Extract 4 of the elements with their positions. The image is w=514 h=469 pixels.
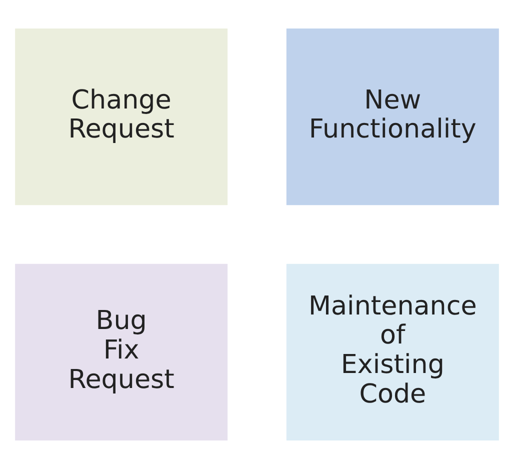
node-box: Change Request — [15, 28, 228, 206]
node-box: Bug Fix Request — [15, 264, 228, 440]
node-box: Maintenance of Existing Code — [286, 264, 499, 440]
node-box: New Functionality — [286, 28, 499, 206]
